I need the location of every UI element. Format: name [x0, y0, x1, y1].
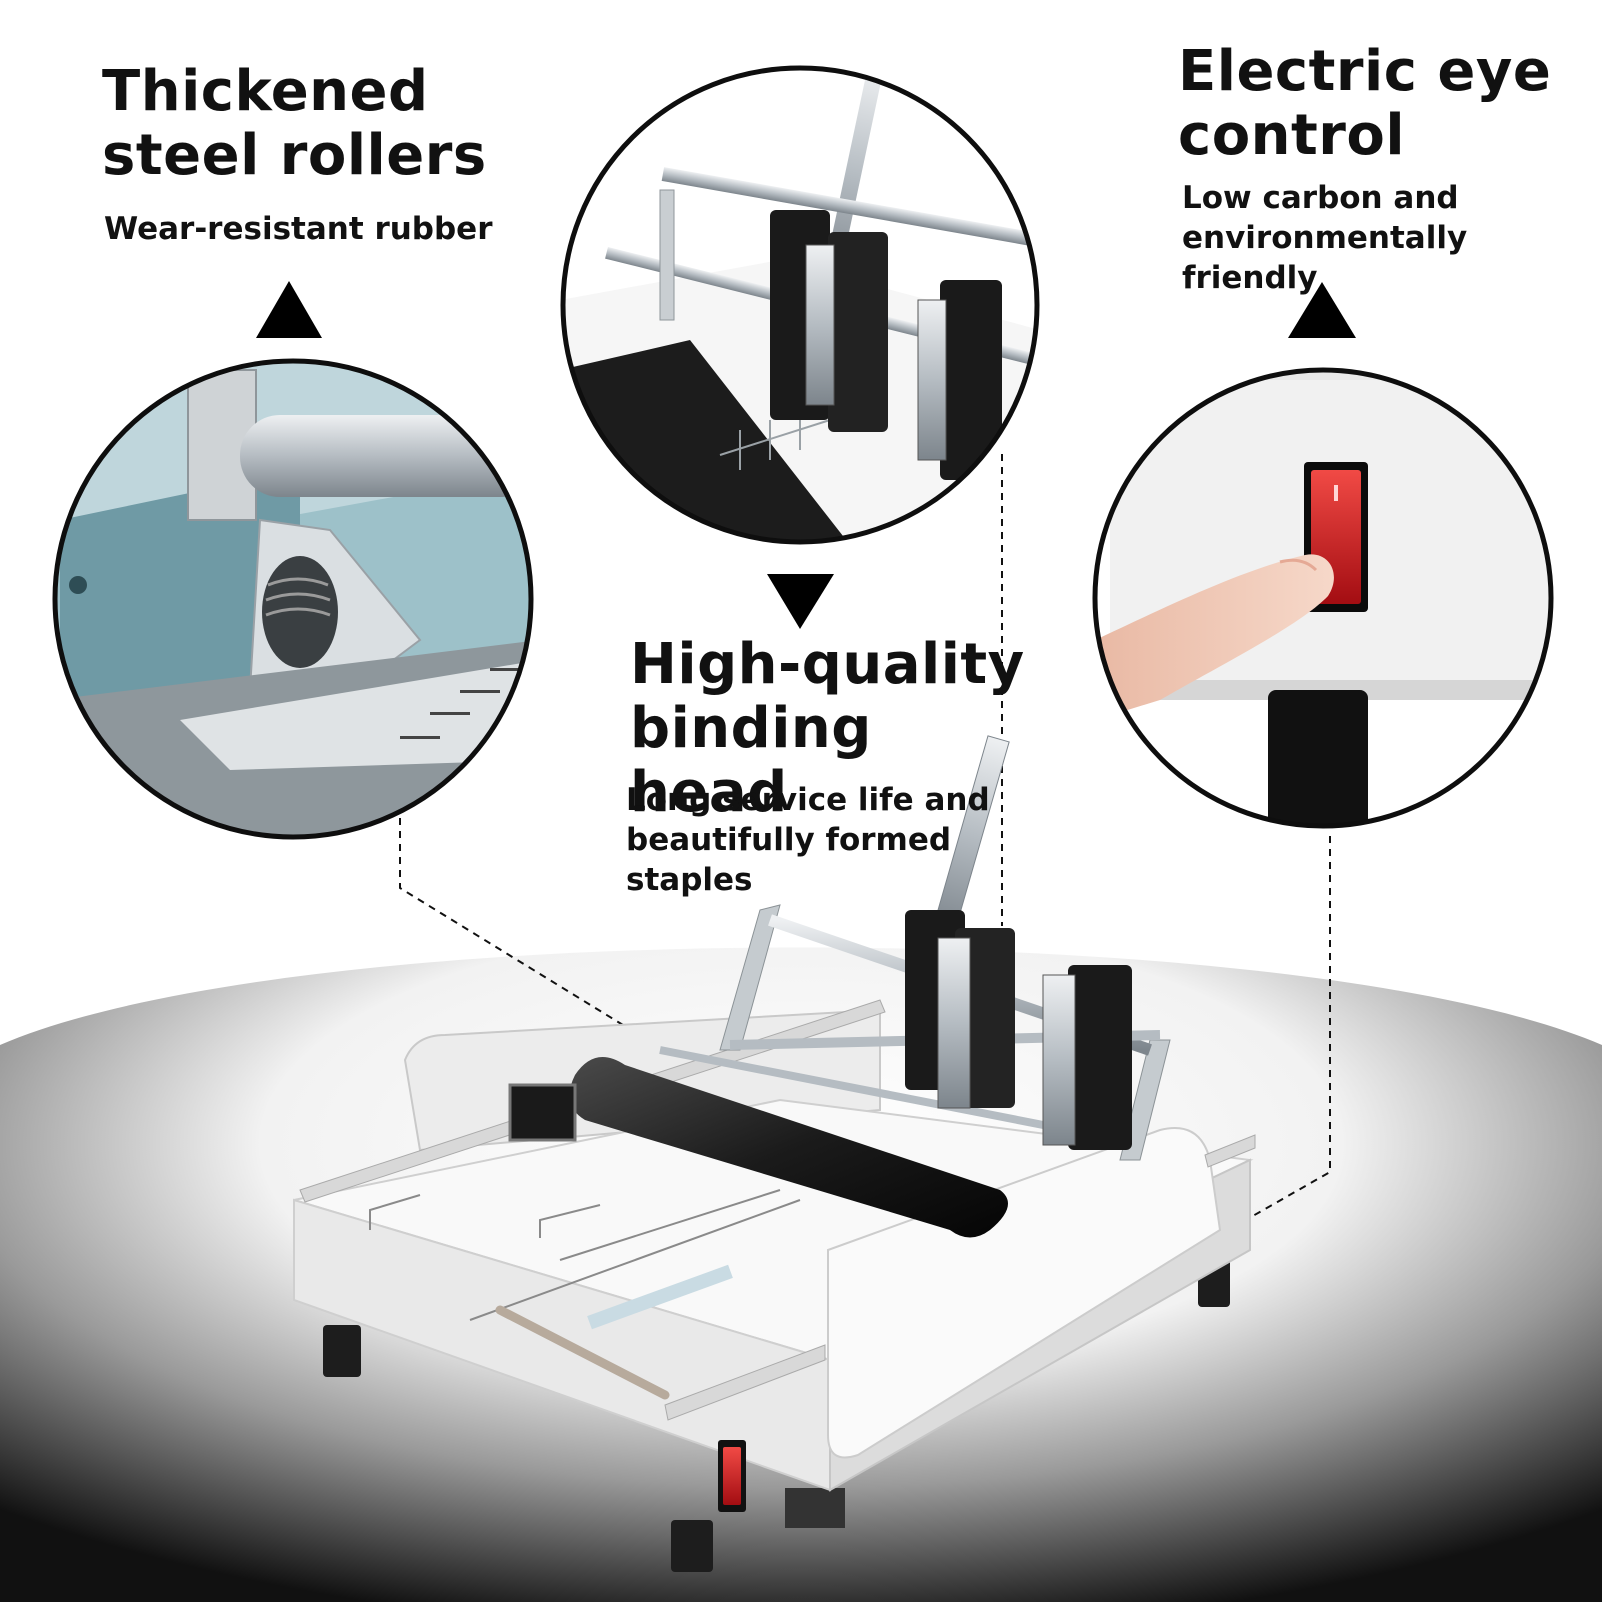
binding-head-subtitle: Long service life and beautifully formed… [626, 782, 990, 898]
rollers-subtitle: Wear-resistant rubber [104, 211, 493, 247]
binding-head-closeup [560, 65, 1040, 545]
roller-closeup [52, 358, 534, 840]
switch-subtitle: Low carbon and environmentally friendly [1182, 180, 1468, 296]
binding-head-title: High-quality binding head [630, 632, 1025, 825]
switch-title: Electric eye control [1178, 39, 1552, 168]
rollers-title: Thickened steel rollers [102, 59, 487, 188]
triangle-up-icon [256, 281, 322, 338]
binding-machine [293, 735, 1256, 1572]
triangle-down-icon [767, 574, 834, 629]
switch-closeup [1092, 367, 1554, 829]
triangle-up-icon [1288, 282, 1356, 338]
